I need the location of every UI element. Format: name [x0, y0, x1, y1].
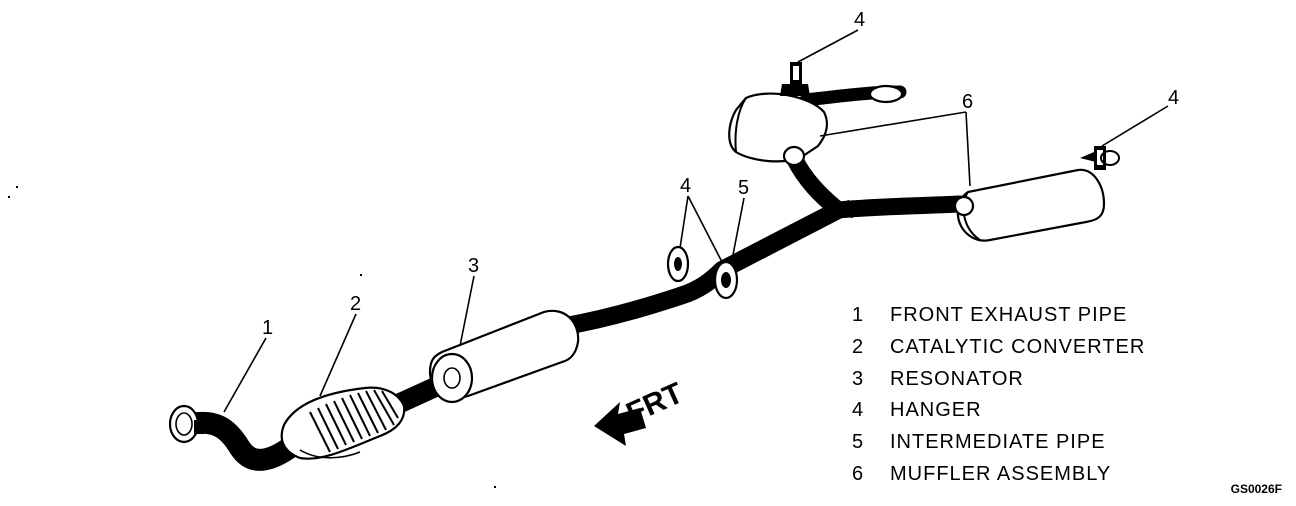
muffler-left: [728, 62, 904, 167]
catalytic-converter: [280, 386, 406, 460]
leader-lines: [223, 29, 1169, 413]
front-direction-indicator: FRT: [594, 377, 688, 446]
callout-numbers: 1 2 3 4 4 5 4 6 4: [262, 9, 1179, 339]
front-direction-label: FRT: [621, 377, 688, 431]
pipe-fills: [178, 88, 966, 468]
callout-hanger-intermediate: 4: [680, 175, 691, 197]
front-exhaust-pipe: [168, 404, 204, 444]
callout-catalytic-converter: 2: [350, 293, 361, 315]
front-arrow-icon: [594, 402, 646, 446]
muffler-right: [953, 146, 1120, 242]
hanger-muffler-right-bracket: [1080, 146, 1120, 170]
callout-hanger-muffler-right: 4: [1168, 87, 1179, 109]
callout-muffler-assembly: 6: [962, 91, 973, 113]
callout-hanger-muffler-left: 4: [854, 9, 865, 31]
callout-resonator: 3: [468, 255, 479, 277]
hanger-intermediate-right: [713, 260, 739, 300]
scan-specks: [8, 186, 496, 488]
pipe-outlines: [175, 85, 969, 471]
figure-code: GS0026F: [1230, 482, 1282, 496]
pipe-details: [409, 199, 853, 405]
callout-front-exhaust-pipe: 1: [262, 317, 273, 339]
callout-intermediate-pipe: 5: [738, 177, 749, 199]
resonator: [428, 309, 580, 404]
hanger-intermediate-left: [666, 245, 690, 283]
hanger-muffler-left-bracket: [780, 62, 810, 96]
